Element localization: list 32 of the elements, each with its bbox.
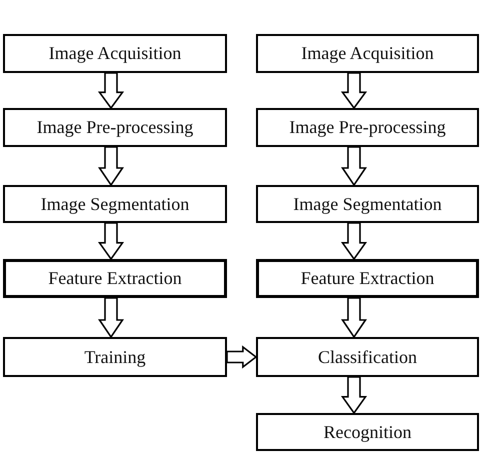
process-box	[256, 185, 479, 223]
process-box	[3, 108, 227, 147]
block-arrow	[98, 72, 124, 110]
process-box	[256, 337, 479, 377]
process-box	[3, 34, 227, 73]
block-arrow	[341, 146, 367, 186]
step-label: Feature Extraction	[300, 268, 434, 289]
block-arrow	[226, 345, 258, 369]
process-box	[3, 259, 227, 298]
step-label: Image Acquisition	[301, 43, 434, 64]
step-label: Feature Extraction	[48, 268, 182, 289]
process-box	[3, 337, 227, 377]
step-label: Image Segmentation	[293, 194, 442, 214]
process-box	[256, 413, 479, 451]
step-label: Image Segmentation	[40, 194, 190, 214]
block-arrow	[98, 146, 124, 186]
block-arrow	[98, 297, 124, 338]
process-box	[256, 108, 479, 147]
process-box	[256, 259, 479, 298]
step-label: Recognition	[324, 422, 412, 442]
step-label: Image Acquisition	[48, 43, 182, 64]
process-box	[3, 185, 227, 223]
block-arrow	[340, 72, 368, 110]
process-box	[256, 34, 479, 73]
block-arrow	[98, 222, 124, 260]
step-label: Image Pre-processing	[36, 117, 194, 138]
block-arrow	[341, 297, 367, 338]
step-label: Image Pre-processing	[289, 117, 446, 138]
step-label: Classification	[318, 346, 417, 368]
block-arrow	[340, 376, 368, 414]
block-arrow	[340, 222, 368, 260]
step-label: Training	[84, 346, 146, 368]
